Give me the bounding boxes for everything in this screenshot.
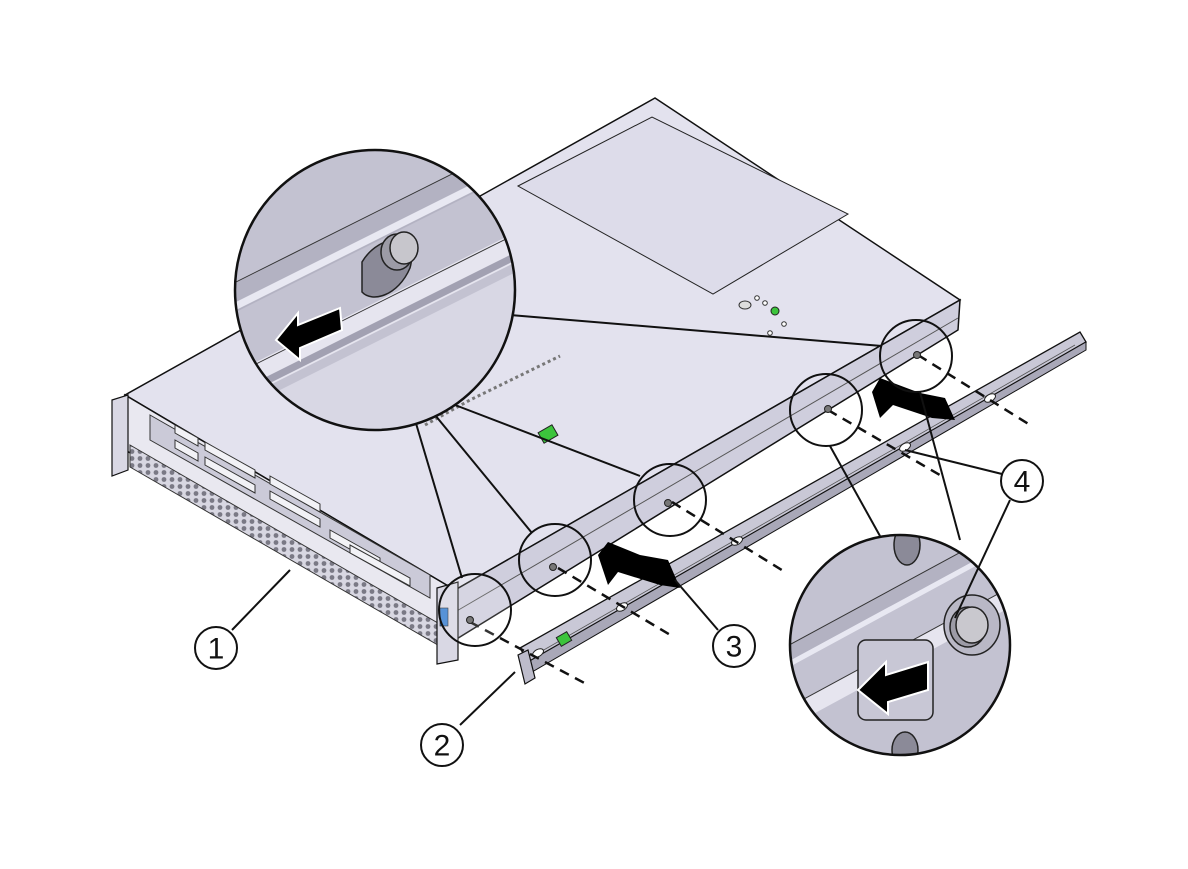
callout-2-label: 2 (434, 730, 451, 763)
callout-4: 4 (904, 449, 1044, 619)
detail-view-bottom-right (788, 533, 1012, 757)
server-chassis (111, 97, 962, 665)
detail-leaders-bottom-right (829, 391, 961, 541)
callout-1: 1 (194, 569, 291, 670)
callout-4-label: 4 (1014, 466, 1031, 499)
status-leds (738, 295, 787, 336)
detail-markers (438, 319, 953, 647)
callout-2: 2 (420, 671, 516, 767)
callout-3: 3 (674, 579, 756, 668)
direction-arrow-icon (274, 306, 344, 363)
stud-markers (466, 351, 921, 624)
direction-arrow-icon (856, 659, 929, 717)
alignment-lines (469, 353, 1031, 688)
callout-3-label: 3 (726, 631, 743, 664)
detail-view-top-left (233, 148, 517, 432)
detail-leaders-top-left (414, 314, 883, 579)
push-arrow-icon (598, 378, 955, 588)
callout-1-label: 1 (208, 633, 225, 666)
